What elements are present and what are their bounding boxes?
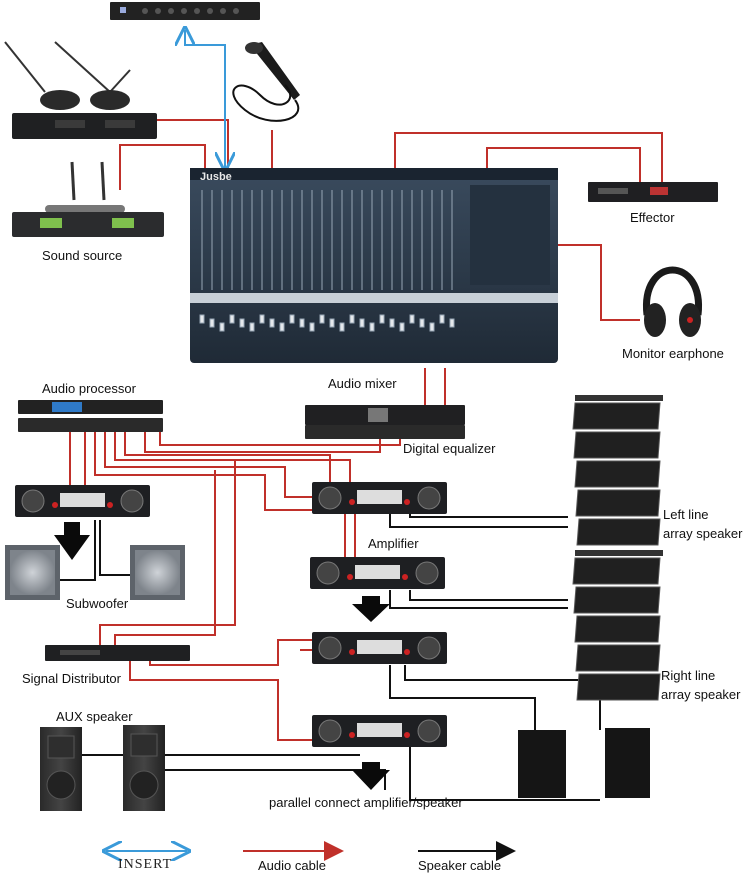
amplifier-4 [312, 715, 447, 747]
amplifier-1 [312, 482, 447, 514]
left-line-array [572, 395, 663, 546]
right-line-array [572, 550, 663, 701]
legend-insert-label: INSERT [118, 857, 173, 872]
sound-source-label: Sound source [42, 248, 123, 263]
mixer-fader [339, 322, 345, 332]
mixer-fader [369, 322, 375, 332]
amplifier-3 [312, 632, 447, 664]
monitor-box-left [518, 730, 566, 798]
monitor-earphone-label: Monitor earphone [622, 346, 724, 361]
audio-processor-device [18, 400, 163, 432]
audio-cables [69, 119, 663, 741]
amplifier-2 [310, 557, 445, 589]
mixer-fader [389, 318, 395, 328]
mixer-fader [239, 318, 245, 328]
mixer-fader [359, 318, 365, 328]
mixer-fader [419, 318, 425, 328]
mixer-fader [299, 318, 305, 328]
mixer-fader [309, 322, 315, 332]
mixer-fader [399, 322, 405, 332]
mixer-fader [379, 314, 385, 324]
mixer-fader [279, 322, 285, 332]
left-line-array-label-line1: Left line [663, 507, 709, 522]
right-line-array-label-line2: array speaker [661, 687, 741, 702]
flow-arrows [54, 522, 390, 790]
mixer-fader [409, 314, 415, 324]
mixer-fader [449, 318, 455, 328]
mixer-fader [209, 318, 215, 328]
insert-rack-unit [110, 2, 260, 20]
monitor-box-right [605, 728, 650, 798]
mixer-fader [429, 322, 435, 332]
subwoofer-right [130, 545, 185, 600]
effector-device [588, 182, 718, 202]
aux-speaker-right [123, 725, 165, 811]
right-line-array-label-line1: Right line [661, 668, 716, 683]
mixer-fader [229, 314, 235, 324]
conference-mic-receiver [4, 41, 157, 139]
mixer-fader [289, 314, 295, 324]
aux-speaker-label: AUX speaker [56, 709, 133, 724]
subwoofer-amplifier [15, 485, 150, 517]
signal-distributor-label: Signal Distributor [22, 671, 121, 686]
mixer-fader [269, 318, 275, 328]
aux-speaker-left [40, 727, 82, 811]
sound-source-receiver [12, 161, 164, 237]
parallel-label: parallel connect amplifier/speaker [269, 795, 463, 810]
headphones [643, 266, 702, 337]
amplifier-label: Amplifier [368, 536, 419, 551]
mixer-fader [319, 314, 325, 324]
legend-audio-label: Audio cable [258, 858, 326, 873]
right-line-array-label: Right line array speaker [661, 668, 740, 703]
mixer-fader [219, 322, 225, 332]
signal-distributor-device [45, 645, 190, 661]
mixer-brand: Jusbe [200, 171, 232, 183]
mixer-fader [249, 322, 255, 332]
legend-speaker-label: Speaker cable [418, 858, 502, 873]
left-line-array-label: Left line array speaker [663, 507, 742, 542]
subwoofer-left [5, 545, 60, 600]
digital-equalizer-device [305, 405, 465, 439]
handheld-microphone [232, 42, 300, 122]
mixer-fader [329, 318, 335, 328]
mixer-fader [199, 314, 205, 324]
audio-mixer-label: Audio mixer [328, 376, 397, 391]
audio-mixer-device [190, 168, 558, 363]
subwoofer-label: Subwoofer [66, 596, 129, 611]
digital-equalizer-label: Digital equalizer [403, 441, 496, 456]
insert-cables [185, 30, 225, 168]
mixer-fader [439, 314, 445, 324]
effector-label: Effector [630, 210, 675, 225]
mixer-fader [349, 314, 355, 324]
mixer-fader [259, 314, 265, 324]
left-line-array-label-line2: array speaker [663, 526, 743, 541]
audio-processor-label: Audio processor [42, 381, 136, 396]
